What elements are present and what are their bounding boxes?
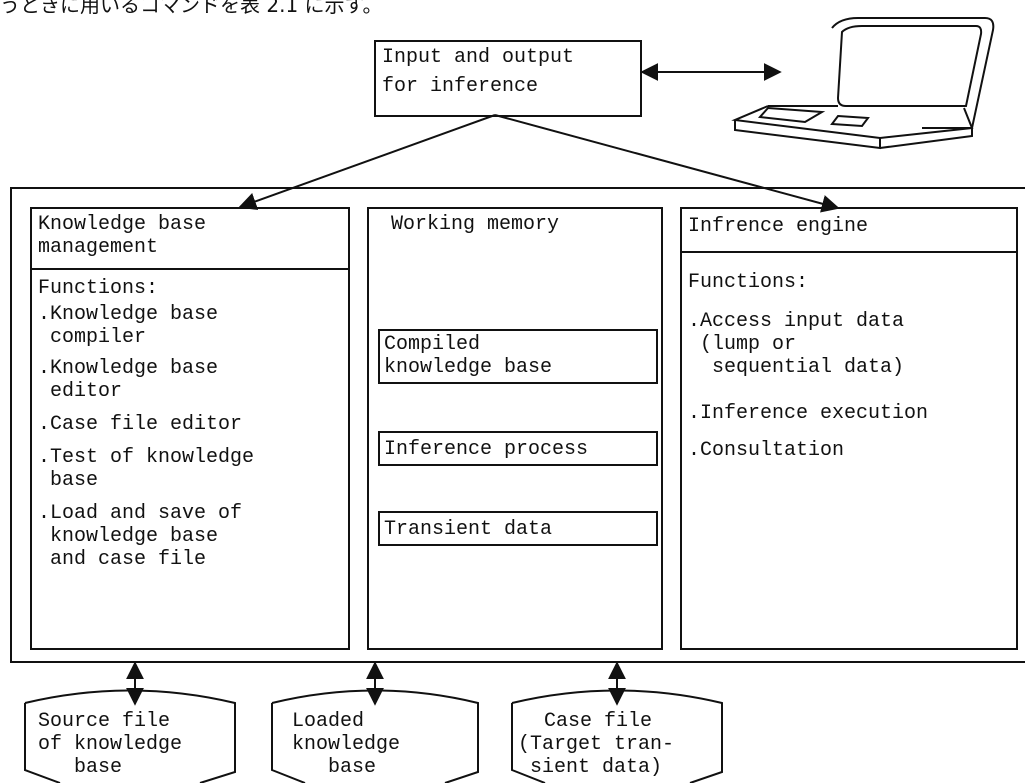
computer-terminal-icon <box>731 17 995 150</box>
compiled-kb-line2: knowledge base <box>384 356 553 379</box>
kbm-item: .Test of knowledge <box>38 446 255 469</box>
kbm-functions-label: Functions: <box>38 277 159 300</box>
system-frame <box>10 187 1025 663</box>
kbm-title-line2: management <box>38 236 159 259</box>
loaded-kb-line1: Loaded <box>292 710 365 733</box>
kbm-item: .Load and save of <box>38 502 243 525</box>
kbm-item: .Knowledge base <box>38 303 219 326</box>
ie-item: sequential data) <box>688 356 905 379</box>
wm-title: Working memory <box>391 213 560 236</box>
kbm-item: and case file <box>38 548 207 571</box>
header-text-fragment: うときに用いるコマンドを表 2.1 に示す。 <box>0 0 383 17</box>
transient-data-label: Transient data <box>384 518 553 541</box>
kbm-title-line1: Knowledge base <box>38 213 207 236</box>
source-file-line1: Source file <box>38 710 171 733</box>
kbm-item: compiler <box>38 326 147 349</box>
ie-item: .Inference execution <box>688 402 929 425</box>
inference-process-label: Inference process <box>384 438 589 461</box>
source-file-line2: of knowledge <box>38 733 183 756</box>
compiled-kb-box: Compiled knowledge base <box>378 329 658 384</box>
case-file-line2: (Target tran- <box>518 733 675 756</box>
kbm-item: editor <box>38 380 123 403</box>
inference-engine-panel: Infrence engine Functions: .Access input… <box>680 207 1018 650</box>
working-memory-panel: Working memory Compiled knowledge base I… <box>367 207 663 650</box>
compiled-kb-line1: Compiled <box>384 333 481 356</box>
kbm-item: base <box>38 469 99 492</box>
loaded-kb-line2: knowledge <box>292 733 401 756</box>
source-file-line3: base <box>38 756 123 779</box>
io-box-line1: Input and output <box>382 46 575 69</box>
transient-data-box: Transient data <box>378 511 658 546</box>
kbm-panel: Knowledge base management Functions: .Kn… <box>30 207 350 650</box>
ie-title-divider <box>682 251 1016 253</box>
ie-title: Infrence engine <box>688 215 869 238</box>
case-file-line1: Case file <box>544 710 653 733</box>
kbm-title-divider <box>32 268 348 270</box>
ie-item: .Consultation <box>688 439 845 462</box>
kbm-item: .Knowledge base <box>38 357 219 380</box>
io-box: Input and output for inference <box>374 40 642 117</box>
kbm-item: .Case file editor <box>38 413 243 436</box>
kbm-item: knowledge base <box>38 525 219 548</box>
ie-item: .Access input data <box>688 310 905 333</box>
inference-process-box: Inference process <box>378 431 658 466</box>
loaded-kb-line3: base <box>292 756 377 779</box>
case-file-line3: sient data) <box>530 756 663 779</box>
ie-item: (lump or <box>688 333 797 356</box>
ie-functions-label: Functions: <box>688 271 809 294</box>
io-box-line2: for inference <box>382 75 539 98</box>
